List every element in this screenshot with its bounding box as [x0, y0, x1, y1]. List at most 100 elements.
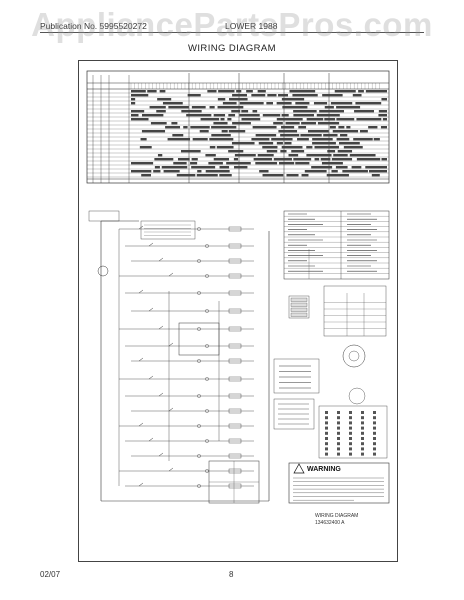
timer-bar — [381, 98, 387, 101]
timer-bar — [153, 170, 161, 173]
timer-bar — [267, 94, 277, 97]
timer-bar — [131, 90, 146, 93]
switch-contact — [168, 407, 174, 412]
timer-bar — [257, 154, 274, 157]
timer-bar — [365, 166, 387, 169]
terminal-pin — [325, 437, 328, 440]
timer-bar — [162, 102, 183, 105]
timer-switch-diagram — [318, 405, 388, 459]
switch-contact — [168, 272, 174, 277]
timer-bar — [154, 158, 174, 161]
timer-bar — [333, 154, 348, 157]
timer-bar — [346, 126, 351, 129]
timer-bar — [161, 166, 188, 169]
terminal-node — [205, 469, 209, 473]
timer-bar — [222, 102, 237, 105]
switch-contact — [138, 357, 144, 362]
switch-contact — [138, 482, 144, 487]
timer-bar — [266, 102, 273, 105]
terminal-pin — [337, 437, 340, 440]
plug-pin — [290, 302, 308, 307]
terminal-pin — [373, 426, 376, 430]
terminal-pin — [349, 452, 352, 456]
timer-bar — [217, 98, 226, 101]
terminal-pin — [325, 411, 328, 414]
wire-code-legend — [273, 358, 320, 394]
timer-bar — [141, 114, 164, 117]
switch-contact — [158, 452, 164, 457]
timer-bar — [291, 150, 305, 153]
switch-contact — [148, 307, 154, 312]
terminal-pin — [337, 411, 340, 414]
terminal-node — [197, 291, 201, 295]
timer-bar — [281, 126, 295, 129]
timer-bar — [354, 110, 374, 113]
timer-bar — [211, 126, 237, 129]
terminal-pin — [325, 447, 328, 451]
load-component — [228, 290, 242, 296]
terminal-pin — [373, 416, 376, 420]
timer-bar — [336, 138, 350, 141]
timer-bar — [311, 166, 333, 169]
switch-contact — [138, 422, 144, 427]
timer-bar — [209, 146, 216, 149]
terminal-node — [197, 484, 201, 488]
timer-bar — [340, 134, 348, 137]
timer-bar — [221, 130, 228, 133]
timer-bar — [139, 146, 152, 149]
timer-bar — [331, 158, 353, 161]
timer-bar — [292, 94, 318, 97]
timer-bar — [239, 102, 264, 105]
timer-bar — [213, 122, 228, 125]
timer-bar — [351, 166, 362, 169]
timer-bar — [252, 110, 258, 113]
timer-bar — [191, 158, 198, 161]
timer-bar — [306, 154, 332, 157]
timer-bar — [131, 110, 145, 113]
terminal-pin — [361, 437, 364, 440]
timer-bar — [319, 110, 344, 113]
timer-bar — [172, 134, 184, 137]
terminal-pin — [349, 426, 352, 430]
timer-bar — [313, 102, 328, 105]
timer-bar — [229, 98, 248, 101]
timer-bar — [181, 110, 202, 113]
load-component — [228, 226, 242, 232]
timer-bar — [149, 106, 166, 109]
timer-bar — [306, 118, 324, 121]
plug-pin — [290, 312, 308, 317]
timer-bar — [280, 150, 287, 153]
motor-plug-drawing — [288, 295, 310, 319]
load-component — [228, 408, 242, 414]
timer-bar — [262, 146, 278, 149]
timer-bar — [273, 158, 292, 161]
timer-bar — [211, 134, 231, 137]
timer-bar — [255, 134, 277, 137]
timer-bar — [314, 158, 320, 161]
terminal-pin — [373, 421, 376, 425]
timer-bar — [154, 166, 160, 169]
timer-bar — [231, 110, 241, 113]
terminal-pin — [361, 426, 364, 430]
terminal-pin — [373, 447, 376, 451]
timer-bar — [209, 106, 215, 109]
load-component — [228, 438, 242, 444]
wiring-diagram-drawing: WARNING WIRING DIAGRAM 134632400 A — [86, 70, 390, 526]
warning-box: WARNING — [288, 462, 390, 504]
timer-bar — [190, 162, 198, 165]
plug-pin — [290, 307, 308, 312]
timer-bar — [378, 114, 387, 117]
timer-bar — [266, 150, 278, 153]
timer-bar — [207, 90, 217, 93]
timer-bar — [262, 114, 281, 117]
timer-bar — [208, 162, 223, 165]
timer-bar — [168, 106, 189, 109]
timer-bar — [349, 154, 376, 157]
timer-bar — [205, 170, 230, 173]
timer-bar — [371, 174, 380, 177]
terminal-pin — [325, 442, 328, 446]
timer-bar — [336, 106, 361, 109]
timer-bar — [251, 138, 270, 141]
terminal-pin — [325, 431, 328, 435]
timer-bar — [192, 138, 208, 141]
